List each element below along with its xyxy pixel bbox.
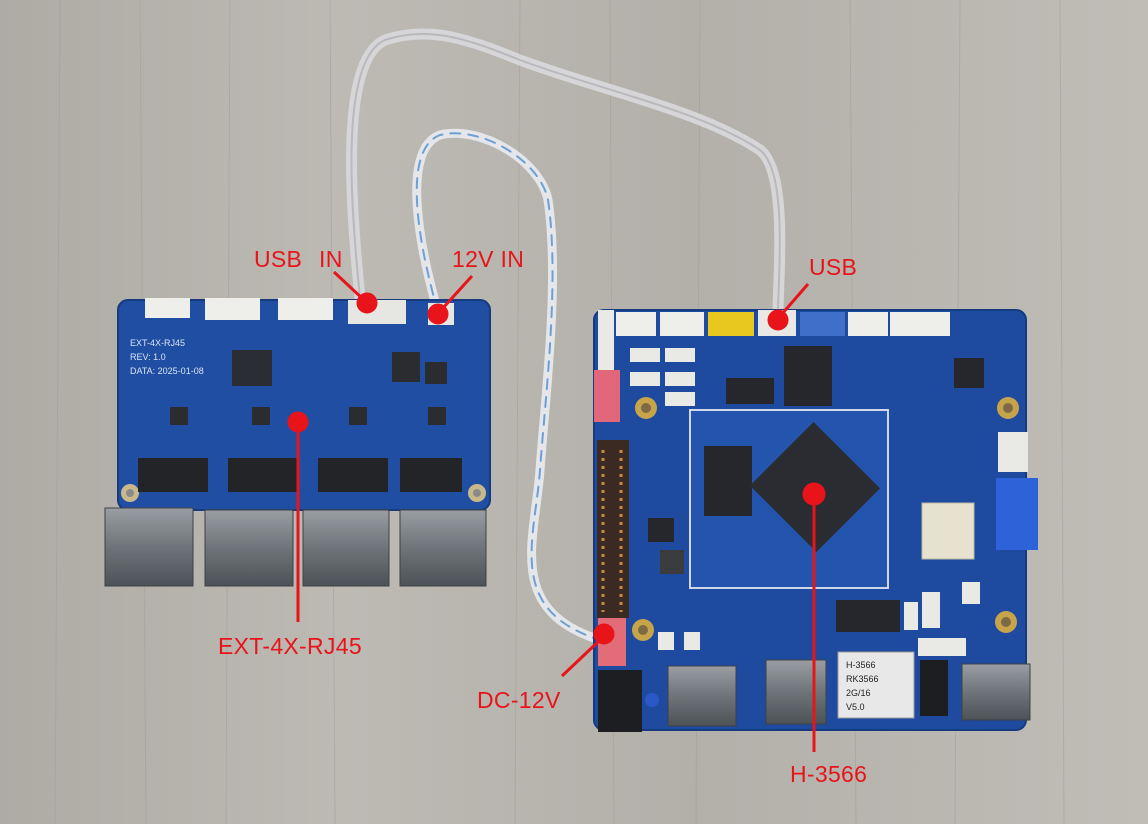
rj45-port-4 bbox=[399, 509, 487, 587]
power-cable bbox=[412, 128, 605, 645]
ext-connector-2 bbox=[205, 298, 260, 320]
label-usb-right: USB bbox=[809, 254, 858, 280]
sticker-line1: H-3566 bbox=[846, 660, 876, 670]
wifi-module bbox=[921, 502, 975, 560]
marker-soc bbox=[802, 482, 826, 506]
label-dc-12v: DC-12V bbox=[477, 687, 561, 713]
memory-chip bbox=[704, 446, 752, 516]
ext-connector-3 bbox=[278, 298, 333, 320]
h-3566-main-board: H-3566 RK3566 2G/16 V5.0 bbox=[593, 309, 1038, 732]
yellow-connector bbox=[708, 312, 754, 336]
usb-cable bbox=[345, 28, 786, 314]
marker-dc-12v bbox=[593, 623, 615, 645]
ext-connector-1 bbox=[145, 298, 190, 318]
sticker-line2: RK3566 bbox=[846, 674, 879, 684]
rj45-port-3 bbox=[302, 509, 390, 587]
sticker-line3: 2G/16 bbox=[846, 688, 871, 698]
rj45-jacks bbox=[104, 507, 487, 587]
annotations bbox=[287, 270, 826, 752]
marker-usb-in bbox=[356, 292, 378, 314]
ext-controller-chip bbox=[232, 350, 272, 386]
label-in-left: IN bbox=[319, 246, 343, 272]
ext-silk-line3: DATA: 2025-01-08 bbox=[130, 366, 204, 376]
audio-jack bbox=[920, 660, 948, 716]
label-usb-left: USB bbox=[254, 246, 303, 272]
marker-ext-board bbox=[287, 411, 309, 433]
ext-silk-line1: EXT-4X-RJ45 bbox=[130, 338, 185, 348]
marker-usb-main bbox=[767, 309, 789, 331]
dc-jack bbox=[598, 670, 642, 732]
marker-12v-in bbox=[427, 303, 449, 325]
ext-4x-rj45-board: EXT-4X-RJ45 REV: 1.0 DATA: 2025-01-08 bbox=[117, 298, 491, 511]
ethernet-port bbox=[961, 663, 1031, 721]
hdmi-port bbox=[765, 659, 827, 725]
sata-connector bbox=[996, 478, 1038, 550]
pink-switch bbox=[594, 370, 620, 422]
sticker-line4: V5.0 bbox=[846, 702, 865, 712]
usb-a-port bbox=[667, 665, 737, 727]
label-h-3566: H-3566 bbox=[790, 761, 868, 787]
ext-silk-line2: REV: 1.0 bbox=[130, 352, 166, 362]
blue-connector bbox=[800, 312, 845, 336]
label-12v-in: 12V IN bbox=[452, 246, 525, 272]
rj45-port-2 bbox=[204, 509, 294, 587]
label-sticker bbox=[837, 651, 915, 719]
label-ext-4x-rj45: EXT-4X-RJ45 bbox=[218, 633, 362, 659]
rj45-port-1 bbox=[104, 507, 194, 587]
